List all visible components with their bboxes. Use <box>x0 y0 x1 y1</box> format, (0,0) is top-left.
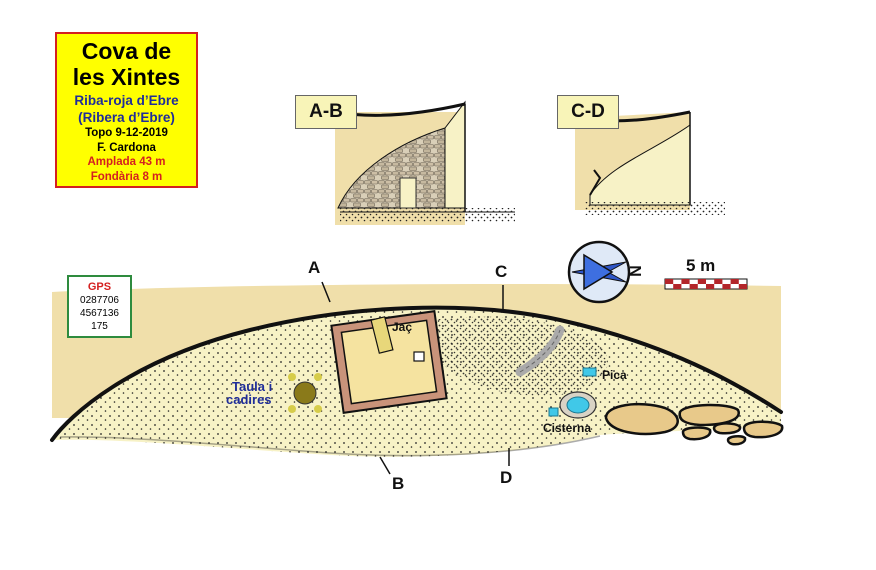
table-shape <box>293 381 317 405</box>
gps-line-2: 4567136 <box>80 308 119 319</box>
section-ab-label: A-B <box>295 95 357 129</box>
bed <box>370 316 394 354</box>
cave-depth: Fondària 8 m <box>90 170 163 183</box>
cave-width: Amplada 43 m <box>87 156 166 168</box>
marker-line-b <box>379 456 391 475</box>
marker-a: A <box>308 258 321 277</box>
cave-name-line2: les Xintes <box>72 64 181 90</box>
gps-box: GPS 0287706 4567136 175 <box>67 275 132 338</box>
boulder-1 <box>604 402 679 436</box>
marker-b: B <box>392 474 405 493</box>
chair-2 <box>314 373 322 381</box>
basin-label: Pica <box>602 368 627 382</box>
scale-label: 5 m <box>686 256 716 275</box>
stone-arc <box>515 325 565 377</box>
cistern-box <box>548 407 559 417</box>
boulder-5 <box>712 422 742 435</box>
chair-4 <box>314 405 322 413</box>
table-label-line1: Taula i <box>232 379 273 394</box>
boulder-2 <box>678 403 740 427</box>
table-label-line2: cadires <box>226 392 272 407</box>
marker-line-a <box>321 281 331 303</box>
scale-bar <box>664 278 748 290</box>
boulder-4 <box>681 426 712 441</box>
small-box <box>413 351 425 362</box>
cave-drip-line <box>59 435 601 457</box>
boulder-6 <box>726 435 747 446</box>
place-line1: Riba-roja d’Ebre <box>74 93 179 108</box>
basin-shape <box>582 367 597 377</box>
marker-d: D <box>500 468 513 487</box>
compass-north-letter: N <box>625 265 643 277</box>
dense-gravel <box>430 316 608 396</box>
boulder-3 <box>742 420 784 439</box>
title-box: Cova de les Xintes Riba-roja d’Ebre (Rib… <box>55 32 198 188</box>
survey-date: Topo 9-12-2019 <box>85 127 168 139</box>
section-cd-label: C-D <box>557 95 619 129</box>
place-line2: (Ribera d’Ebre) <box>78 109 175 125</box>
section-cd-profile <box>574 110 725 215</box>
gps-title: GPS <box>87 281 112 293</box>
gps-line-1: 0287706 <box>80 295 119 306</box>
cave-name-line1: Cova de <box>81 38 172 64</box>
marker-c: C <box>495 262 508 281</box>
gps-line-3: 175 <box>91 321 108 332</box>
section-ab-profile <box>334 100 515 225</box>
cistern-label: Cisterna <box>543 421 592 435</box>
cave-ceiling-line <box>50 305 783 442</box>
author: F. Cardona <box>97 141 156 154</box>
chair-3 <box>288 405 296 413</box>
compass-rose <box>567 240 631 304</box>
chair-1 <box>288 373 296 381</box>
bed-label: Jaç <box>392 320 413 334</box>
